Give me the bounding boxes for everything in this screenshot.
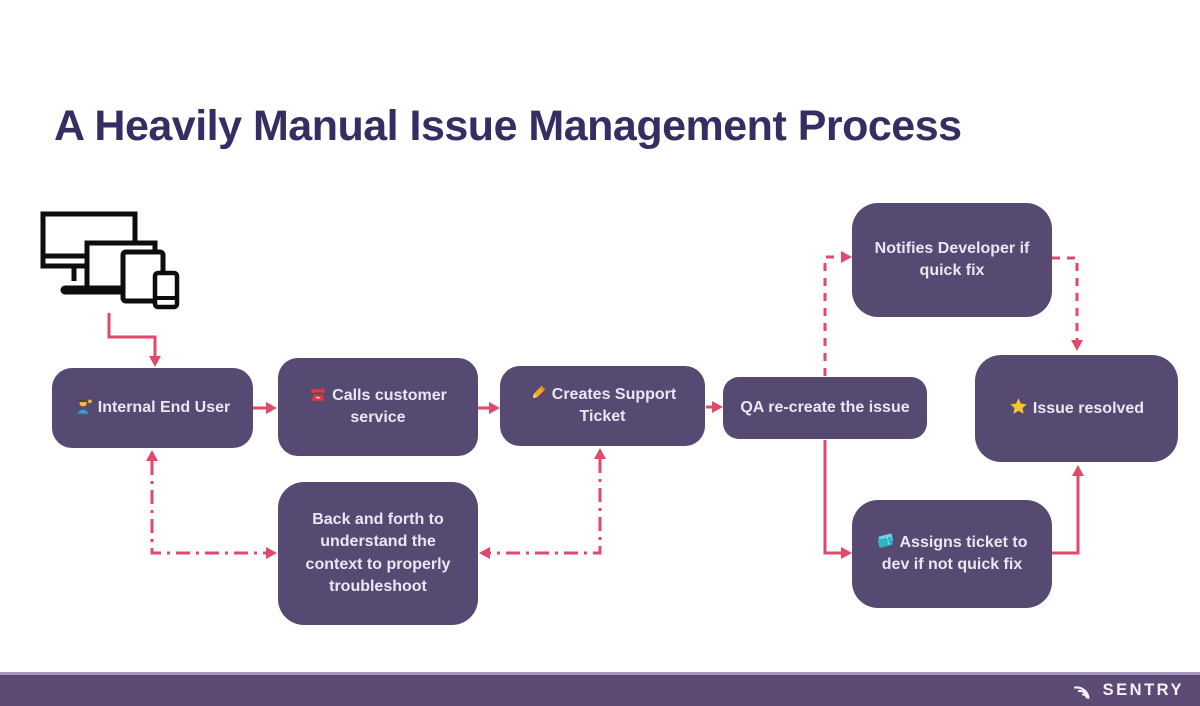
sentry-brand-text: SENTRY — [1102, 681, 1184, 699]
edge-devices-to-internal-end-user — [107, 313, 161, 367]
edge-internal-end-user-to-calls — [253, 402, 277, 414]
sentry-logo-icon — [1073, 685, 1090, 699]
node-assigns-ticket-content: Assigns ticket to dev if not quick fix — [865, 532, 1039, 576]
edge-calls-to-creates-ticket — [478, 402, 500, 414]
person-raising-hand-icon — [77, 399, 92, 414]
node-issue-resolved-content: Issue resolved — [1009, 397, 1144, 420]
node-label: Issue resolved — [1032, 399, 1145, 417]
node-assigns-ticket: Assigns ticket to dev if not quick fix — [852, 500, 1052, 608]
node-back-and-forth-content: Back and forth to understand the context… — [291, 509, 465, 597]
edge-assigns-ticket-to-issue-resolved — [1052, 465, 1084, 555]
node-creates-support-ticket-content: Creates Support Ticket — [513, 384, 692, 428]
node-notifies-developer: Notifies Developer if quick fix — [852, 203, 1052, 317]
node-calls-customer-service: Calls customer service — [278, 358, 478, 456]
edge-notifies-developer-to-issue-resolved — [1052, 256, 1083, 351]
ticket-icon — [878, 533, 894, 548]
pencil-icon — [532, 385, 545, 399]
node-calls-customer-service-content: Calls customer service — [291, 385, 465, 429]
node-label: Creates Support Ticket — [551, 385, 677, 425]
edge-qa-to-assigns-ticket — [823, 440, 852, 559]
end-user-devices-icon — [40, 211, 180, 310]
edge-creates-ticket-to-qa — [706, 401, 723, 413]
edge-back-and-forth-creates-ticket — [479, 448, 606, 559]
page-title: A Heavily Manual Issue Management Proces… — [54, 102, 962, 150]
footer-bar: SENTRY — [0, 672, 1200, 706]
node-internal-end-user: Internal End User — [52, 368, 253, 448]
node-back-and-forth: Back and forth to understand the context… — [278, 482, 478, 625]
node-label: Internal End User — [97, 398, 231, 416]
node-internal-end-user-content: Internal End User — [75, 397, 230, 419]
node-label: Assigns ticket to dev if not quick fix — [881, 533, 1028, 573]
star-icon — [1010, 398, 1027, 414]
node-creates-support-ticket: Creates Support Ticket — [500, 366, 705, 446]
node-issue-resolved: Issue resolved — [975, 355, 1178, 462]
node-label: Notifies Developer if quick fix — [874, 239, 1030, 279]
node-notifies-developer-content: Notifies Developer if quick fix — [865, 238, 1039, 282]
edge-qa-to-notifies-developer — [823, 251, 852, 376]
telephone-icon — [311, 388, 325, 401]
node-label: QA re-create the issue — [740, 398, 910, 416]
node-qa-recreate-issue: QA re-create the issue — [723, 377, 927, 439]
node-qa-recreate-issue-content: QA re-create the issue — [740, 397, 909, 419]
node-label: Back and forth to understand the context… — [305, 511, 451, 595]
edge-back-and-forth-internal-end-user — [146, 450, 277, 559]
node-label: Calls customer service — [332, 386, 447, 426]
